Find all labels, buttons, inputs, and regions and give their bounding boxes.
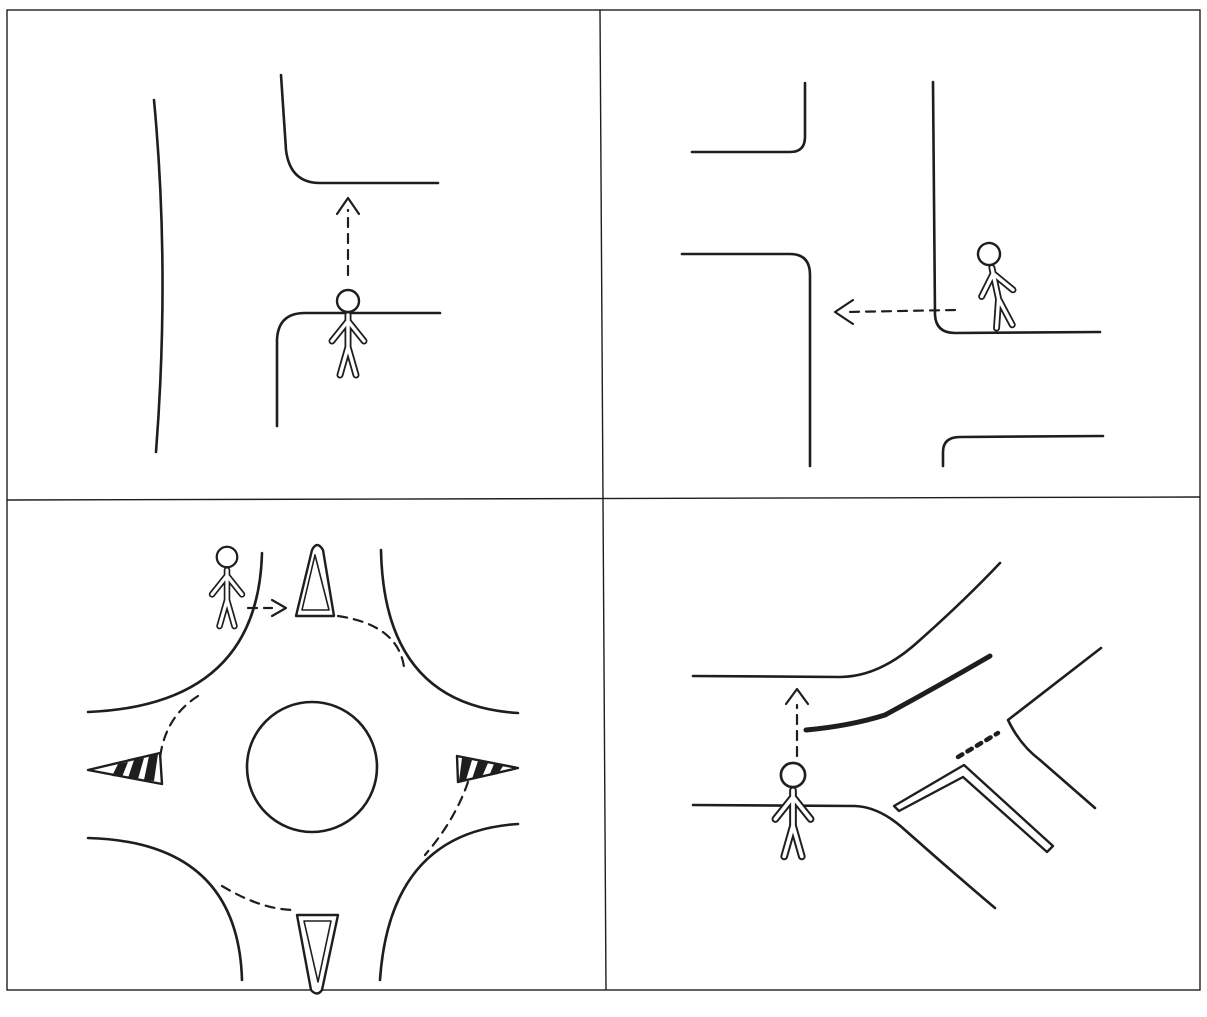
pedestrian-icon bbox=[971, 240, 1020, 330]
dashed-arrow-icon bbox=[270, 598, 288, 618]
road-edge-nw bbox=[86, 551, 264, 714]
panel-top-left bbox=[152, 73, 442, 454]
pedestrian-icon bbox=[332, 290, 364, 375]
splitter-island-north bbox=[294, 543, 336, 618]
splitter-island-south bbox=[295, 913, 340, 995]
circulating-path bbox=[220, 884, 297, 912]
panel-bottom-right bbox=[691, 561, 1103, 910]
central-island bbox=[245, 700, 379, 834]
splitter-island-west bbox=[86, 751, 164, 786]
lane-marking bbox=[803, 653, 993, 733]
road-edge-upper bbox=[691, 561, 1002, 679]
circulating-path bbox=[158, 694, 200, 760]
pedestrian-icon bbox=[775, 763, 810, 857]
circulating-path bbox=[336, 614, 406, 669]
road-edge-right-corner bbox=[931, 80, 1102, 335]
road-edge-top-left bbox=[690, 81, 807, 154]
lane-marking bbox=[955, 730, 1001, 760]
road-edge-lower bbox=[691, 803, 997, 910]
road-edge-ne bbox=[379, 548, 520, 715]
circulating-path bbox=[423, 780, 470, 857]
dashed-arrow-icon bbox=[784, 687, 810, 706]
road-edge-right-upper bbox=[1006, 646, 1103, 810]
road-edge-se bbox=[378, 822, 520, 982]
dashed-arrow-icon bbox=[833, 298, 855, 326]
panel-top-right bbox=[680, 80, 1105, 468]
road-edge-middle-left bbox=[680, 252, 812, 468]
panel-bottom-left bbox=[86, 543, 520, 995]
road-edge-bottom-right bbox=[941, 434, 1105, 468]
road-edge-left bbox=[152, 98, 164, 454]
road-edge-sw bbox=[86, 836, 244, 982]
splitter-island-east bbox=[455, 754, 520, 784]
road-edge-lower-corner bbox=[275, 311, 442, 428]
road-edge-upper-corner bbox=[279, 73, 440, 185]
traffic-island bbox=[892, 763, 1055, 854]
crossing-path bbox=[844, 308, 957, 314]
panel-frame bbox=[6, 9, 1201, 991]
dashed-arrow-icon bbox=[335, 196, 361, 216]
pedestrian-icon bbox=[212, 547, 242, 626]
